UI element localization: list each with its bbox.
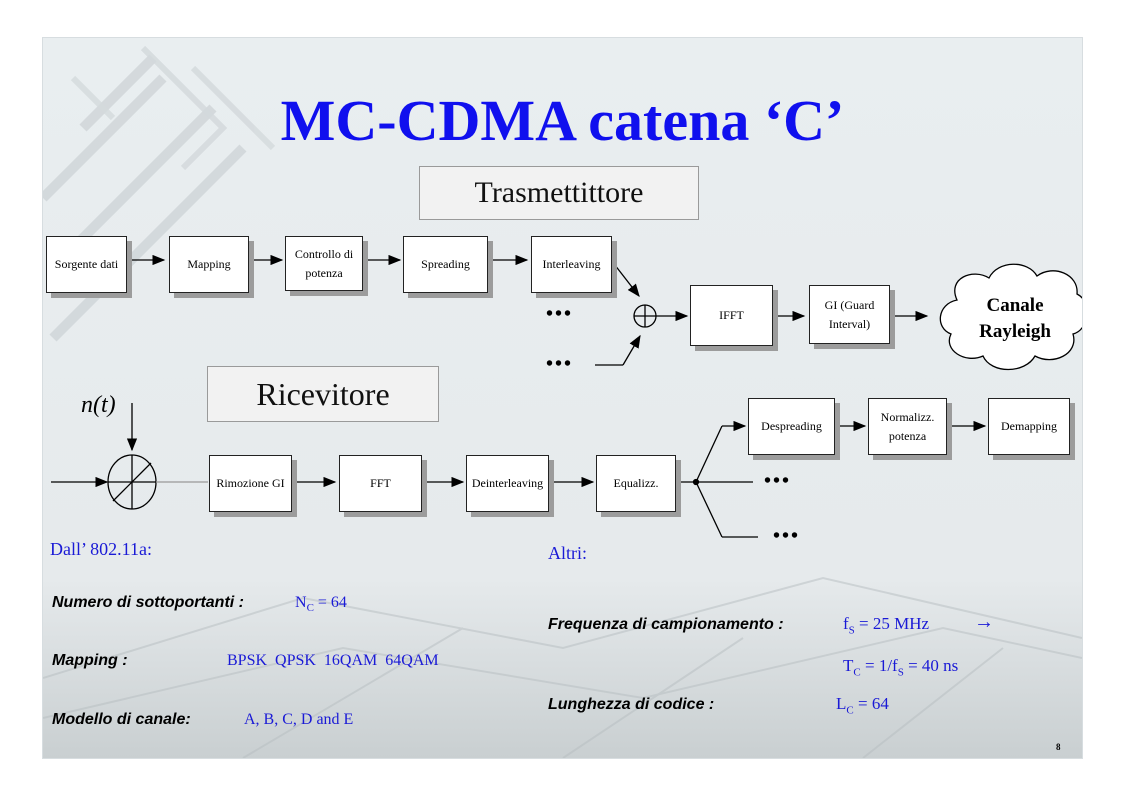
chip-period-value: TC = 1/fS = 40 ns <box>843 656 959 679</box>
mapping-value: BPSK QPSK 16QAM 64QAM <box>227 652 439 669</box>
block-diagram-connections <box>51 254 1082 538</box>
code-length-label: Lunghezza di codice : <box>548 696 715 713</box>
sampling-frequency-label: Frequenza di campionamento : <box>548 616 784 633</box>
guard-interval-block: GI (Guard Interval) <box>809 285 890 344</box>
receiver-label: Ricevitore <box>207 366 439 422</box>
source-block: Sorgente dati <box>46 236 127 293</box>
receiver-ellipsis-1: ••• <box>764 470 792 492</box>
noise-label: n(t) <box>81 392 116 418</box>
sampling-frequency-value: fS = 25 MHz <box>843 614 930 637</box>
deinterleaving-block: Deinterleaving <box>466 455 549 512</box>
params-other-heading: Altri: <box>548 543 587 563</box>
rayleigh-channel-label: Canale Rayleigh <box>979 295 1051 342</box>
code-length-value: LC = 64 <box>836 694 889 717</box>
fft-block: FFT <box>339 455 422 512</box>
slide: MC-CDMA catena ‘C’ Trasmettittore Ricevi… <box>42 37 1083 759</box>
transmitter-label: Trasmettittore <box>419 166 699 220</box>
power-normalization-block: Normalizz. potenza <box>868 398 947 455</box>
slide-title: MC-CDMA catena ‘C’ <box>280 88 845 153</box>
mapping-label: Mapping : <box>52 652 128 669</box>
ifft-block: IFFT <box>690 285 773 346</box>
equalizer-block: Equalizz. <box>596 455 676 512</box>
transmitter-ellipsis-1: ••• <box>546 303 574 325</box>
channel-model-value: A, B, C, D and E <box>244 711 354 728</box>
demapping-block: Demapping <box>988 398 1070 455</box>
despreading-block: Despreading <box>748 398 835 455</box>
params-80211a-heading: Dall’ 802.11a: <box>50 539 152 559</box>
channel-model-label: Modello di canale: <box>52 711 191 728</box>
gi-removal-block: Rimozione GI <box>209 455 292 512</box>
receiver-ellipsis-2: ••• <box>773 525 801 547</box>
subcarriers-label: Numero di sottoportanti : <box>52 594 244 611</box>
subcarriers-value: NC = 64 <box>295 594 347 615</box>
interleaving-block: Interleaving <box>531 236 612 293</box>
right-arrow-icon: → <box>974 611 994 633</box>
transmitter-ellipsis-2: ••• <box>546 353 574 375</box>
power-control-block: Controllo di potenza <box>285 236 363 291</box>
spreading-block: Spreading <box>403 236 488 293</box>
page-number: 8 <box>1056 742 1061 752</box>
mapping-block: Mapping <box>169 236 249 293</box>
